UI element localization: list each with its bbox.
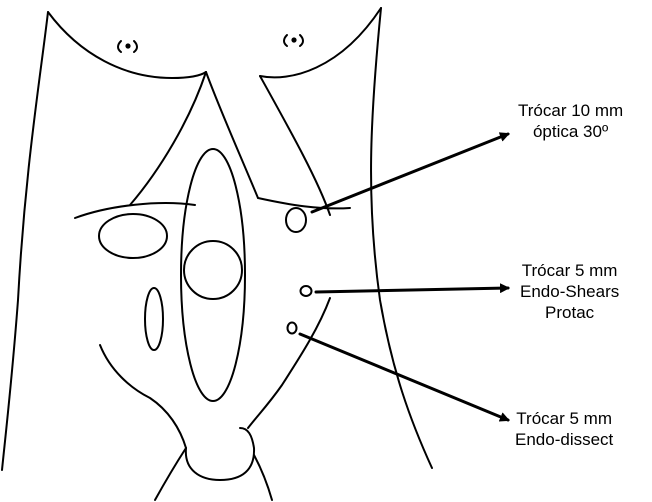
- label-trocar-optic-line2: óptica 30º: [518, 121, 623, 142]
- central-circle: [184, 241, 242, 299]
- thigh-right-line: [254, 455, 272, 500]
- label-trocar-dissect-line2: Endo-dissect: [515, 429, 613, 450]
- center-right-line: [260, 76, 330, 215]
- label-trocar-shears-line1: Trócar 5 mm: [520, 260, 619, 281]
- arrow-trocar-optic: [312, 134, 508, 212]
- trocar-port-5mm-upper: [301, 286, 312, 296]
- left-oblique-line: [130, 72, 206, 205]
- center-left-line: [206, 72, 258, 198]
- large-vertical-ellipse: [181, 149, 245, 401]
- torso-right-contour: [371, 8, 432, 468]
- left-small-ellipse: [145, 288, 163, 350]
- pelvic-right-curve: [248, 298, 330, 428]
- trocar-port-10mm: [286, 208, 306, 232]
- label-trocar-dissect-line1: Trócar 5 mm: [515, 408, 613, 429]
- scrotum-shape: [186, 428, 254, 480]
- label-trocar-shears-line2: Endo-Shears: [520, 281, 619, 302]
- nipple-left-icon: [118, 41, 137, 52]
- label-trocar-dissect: Trócar 5 mm Endo-dissect: [515, 408, 613, 450]
- label-trocar-optic: Trócar 10 mm óptica 30º: [518, 100, 623, 142]
- thigh-left-line: [155, 448, 186, 500]
- trocar-port-5mm-lower: [288, 323, 297, 334]
- label-trocar-optic-line1: Trócar 10 mm: [518, 100, 623, 121]
- pelvic-left-curve: [100, 345, 186, 448]
- torso-left-contour: [2, 12, 48, 470]
- arrow-trocar-shears: [316, 288, 508, 292]
- arrow-trocar-dissect: [300, 334, 508, 420]
- chest-right-curve: [260, 8, 381, 77]
- label-trocar-shears: Trócar 5 mm Endo-Shears Protac: [520, 260, 619, 323]
- nipple-right-icon: [284, 35, 303, 46]
- costal-margin-line: [75, 203, 195, 218]
- left-horizontal-ellipse: [99, 214, 167, 258]
- label-trocar-shears-line3: Protac: [520, 302, 619, 323]
